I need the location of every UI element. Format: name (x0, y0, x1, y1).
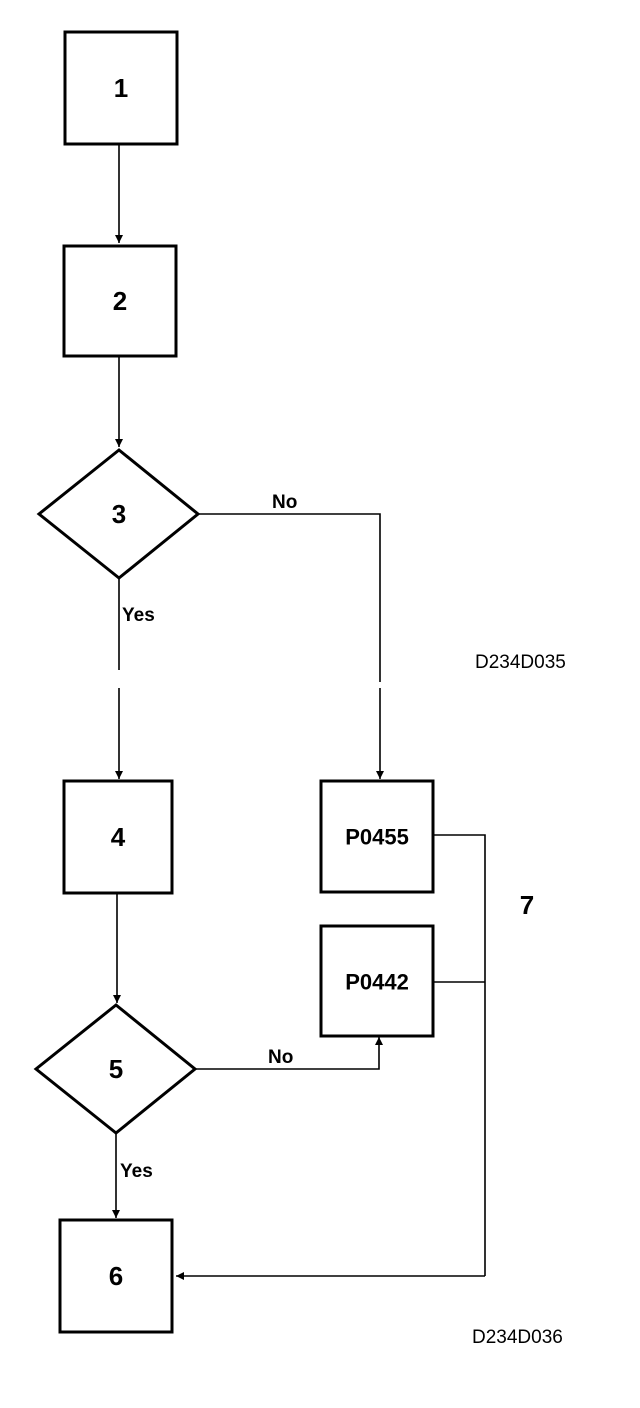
node-p0455-label: P0455 (345, 825, 409, 850)
label-yes-3: Yes (122, 605, 155, 626)
label-no-5: No (268, 1047, 293, 1068)
decision-5: 5 (33, 1003, 198, 1135)
label-no-3: No (272, 492, 297, 513)
node-1: 1 (63, 30, 179, 146)
node-p0442: P0442 (319, 924, 435, 1038)
node-2: 2 (62, 244, 178, 358)
node-4-label: 4 (111, 822, 126, 852)
decision-5-label: 5 (109, 1054, 123, 1084)
node-6-label: 6 (109, 1261, 123, 1291)
edge-5-no-to-p0442 (195, 1037, 383, 1070)
node-p0455: P0455 (319, 779, 435, 894)
decision-3-label: 3 (112, 499, 126, 529)
node-1-label: 1 (114, 73, 128, 103)
node-4: 4 (62, 779, 174, 895)
decision-3: 3 (36, 448, 201, 580)
reference-code-bottom: D234D036 (472, 1327, 563, 1348)
label-yes-5: Yes (120, 1161, 153, 1182)
edge-p0455-group (434, 834, 486, 1276)
node-6: 6 (58, 1218, 174, 1334)
edge-3-no-to-p0455 (198, 513, 381, 682)
node-2-label: 2 (113, 286, 127, 316)
node-p0442-label: P0442 (345, 970, 409, 995)
group-label-7: 7 (520, 890, 534, 920)
reference-code-top: D234D035 (475, 652, 566, 673)
